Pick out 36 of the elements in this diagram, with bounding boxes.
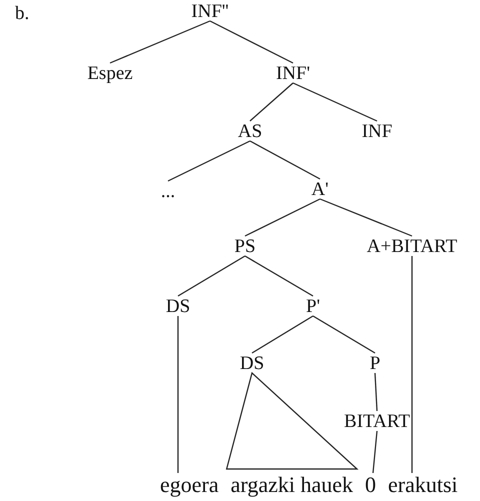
branch-line xyxy=(177,316,179,473)
branch-line xyxy=(250,140,320,180)
tree-node-label: INF'' xyxy=(191,2,229,21)
branch-line xyxy=(411,256,413,473)
tree-node-label: PS xyxy=(234,237,256,256)
tree-node-label: DS xyxy=(240,354,264,373)
tree-node-label: A+BITART xyxy=(366,237,458,256)
tree-node-label: ... xyxy=(160,182,176,201)
branch-line xyxy=(252,315,314,354)
tree-node-label: Espez xyxy=(87,64,133,83)
tree-node-label: BITART xyxy=(344,412,410,431)
tree-node-label: 0 xyxy=(365,474,376,496)
tree-node-label: argazki hauek xyxy=(230,474,353,496)
triangle-branch xyxy=(226,372,359,470)
tree-node-label: INF xyxy=(362,122,392,141)
branch-line xyxy=(244,198,320,237)
tree-node-label: INF' xyxy=(276,64,310,83)
tree-node-label: A' xyxy=(311,180,329,199)
tree-node-label: egoera xyxy=(160,474,219,496)
branch-line xyxy=(312,315,376,354)
branch-line xyxy=(320,198,412,237)
branch-line xyxy=(168,140,250,182)
branch-line xyxy=(372,430,378,474)
branch-line xyxy=(374,372,378,412)
branch-line xyxy=(292,82,378,122)
branch-line xyxy=(178,255,246,297)
branch-line xyxy=(110,20,210,64)
tree-node-label: P xyxy=(370,354,380,373)
tree-node-label: AS xyxy=(238,122,262,141)
branch-line xyxy=(210,20,294,64)
branch-line xyxy=(244,255,314,297)
example-label: b. xyxy=(15,4,30,23)
tree-node-label: erakutsi xyxy=(388,474,458,496)
tree-node-label: P' xyxy=(306,297,320,316)
branch-line xyxy=(250,82,294,122)
tree-node-label: DS xyxy=(166,297,190,316)
